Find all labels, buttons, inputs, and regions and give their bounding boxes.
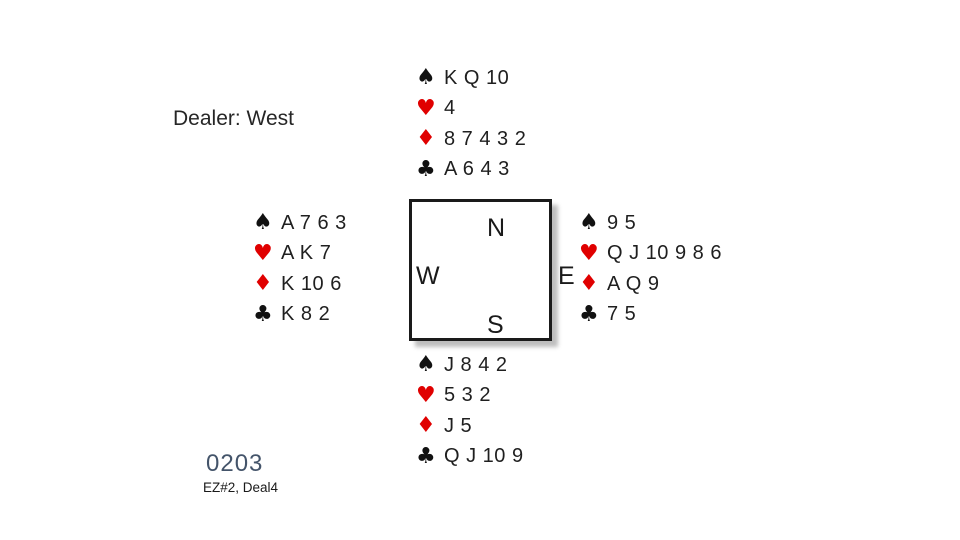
hand-west: ♠ A 7 6 3 ♥ A K 7 ♦ K 10 6 ♣ K 8 2	[253, 208, 347, 330]
west-clubs-cards: K 8 2	[281, 303, 331, 326]
east-diamonds-row: ♦ A Q 9	[579, 269, 722, 300]
west-clubs-row: ♣ K 8 2	[253, 300, 347, 331]
west-diamonds-row: ♦ K 10 6	[253, 269, 347, 300]
compass-east-label: E	[558, 262, 575, 290]
south-diamonds-row: ♦ J 5	[416, 411, 524, 442]
deal-number: 0203	[206, 450, 264, 477]
south-spades-cards: J 8 4 2	[444, 353, 508, 376]
compass-box	[409, 199, 552, 341]
south-spades-row: ♠ J 8 4 2	[416, 350, 524, 381]
south-clubs-row: ♣ Q J 10 9	[416, 442, 524, 473]
compass-north-label: N	[487, 214, 506, 242]
east-hearts-row: ♥ Q J 10 9 8 6	[579, 239, 722, 270]
club-icon: ♣	[416, 156, 436, 182]
compass-south-label: S	[487, 311, 504, 339]
south-hearts-cards: 5 3 2	[444, 384, 491, 407]
heart-icon: ♥	[416, 382, 436, 408]
heart-icon: ♥	[579, 240, 599, 266]
south-hearts-row: ♥ 5 3 2	[416, 381, 524, 412]
dealer-label: Dealer: West	[173, 107, 294, 130]
north-hearts-cards: 4	[444, 97, 456, 120]
west-spades-row: ♠ A 7 6 3	[253, 208, 347, 239]
spade-icon: ♠	[253, 210, 273, 236]
north-diamonds-row: ♦ 8 7 4 3 2	[416, 124, 526, 155]
north-spades-row: ♠ K Q 10	[416, 63, 526, 94]
south-diamonds-cards: J 5	[444, 414, 473, 437]
north-hearts-row: ♥ 4	[416, 94, 526, 125]
west-spades-cards: A 7 6 3	[281, 211, 347, 234]
hand-south: ♠ J 8 4 2 ♥ 5 3 2 ♦ J 5 ♣ Q J 10 9	[416, 350, 524, 472]
north-diamonds-cards: 8 7 4 3 2	[444, 127, 527, 150]
diamond-icon: ♦	[416, 413, 436, 439]
club-icon: ♣	[579, 301, 599, 327]
spade-icon: ♠	[579, 210, 599, 236]
east-hearts-cards: Q J 10 9 8 6	[607, 242, 722, 265]
east-spades-cards: 9 5	[607, 211, 637, 234]
north-clubs-row: ♣ A 6 4 3	[416, 155, 526, 186]
heart-icon: ♥	[416, 95, 436, 121]
club-icon: ♣	[416, 443, 436, 469]
hand-east: ♠ 9 5 ♥ Q J 10 9 8 6 ♦ A Q 9 ♣ 7 5	[579, 208, 722, 330]
spade-icon: ♠	[416, 65, 436, 91]
east-diamonds-cards: A Q 9	[607, 272, 660, 295]
west-hearts-cards: A K 7	[281, 242, 332, 265]
compass-west-label: W	[416, 262, 440, 290]
deal-label: EZ#2, Deal4	[203, 480, 279, 495]
east-clubs-cards: 7 5	[607, 303, 637, 326]
diamond-icon: ♦	[416, 126, 436, 152]
club-icon: ♣	[253, 301, 273, 327]
north-spades-cards: K Q 10	[444, 66, 510, 89]
west-hearts-row: ♥ A K 7	[253, 239, 347, 270]
south-clubs-cards: Q J 10 9	[444, 445, 524, 468]
spade-icon: ♠	[416, 352, 436, 378]
diamond-icon: ♦	[579, 271, 599, 297]
east-spades-row: ♠ 9 5	[579, 208, 722, 239]
hand-north: ♠ K Q 10 ♥ 4 ♦ 8 7 4 3 2 ♣ A 6 4 3	[416, 63, 526, 185]
east-clubs-row: ♣ 7 5	[579, 300, 722, 331]
heart-icon: ♥	[253, 240, 273, 266]
north-clubs-cards: A 6 4 3	[444, 158, 510, 181]
west-diamonds-cards: K 10 6	[281, 272, 342, 295]
diamond-icon: ♦	[253, 271, 273, 297]
